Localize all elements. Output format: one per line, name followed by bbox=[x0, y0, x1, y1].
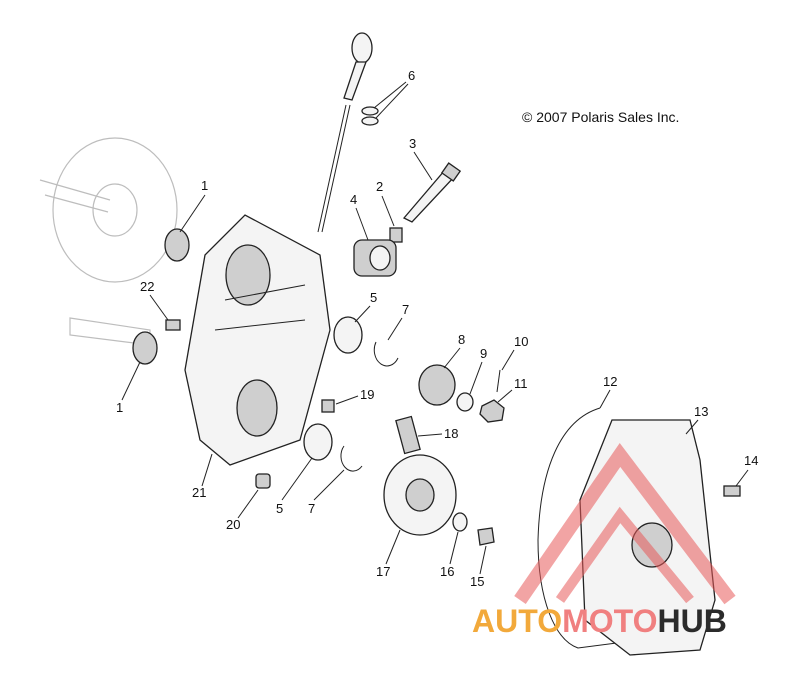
callout-19: 19 bbox=[360, 387, 374, 402]
callout-15: 15 bbox=[470, 574, 484, 589]
chain-guide bbox=[395, 415, 421, 455]
plug-20 bbox=[255, 473, 271, 489]
callout-6: 6 bbox=[408, 68, 415, 83]
callout-12: 12 bbox=[603, 374, 617, 389]
callout-18: 18 bbox=[444, 426, 458, 441]
callout-10: 10 bbox=[514, 334, 528, 349]
bolt-15 bbox=[477, 527, 495, 546]
watermark-auto: AUTO bbox=[472, 603, 562, 639]
watermark-logo bbox=[514, 443, 736, 605]
callout-4: 4 bbox=[350, 192, 357, 207]
callout-17: 17 bbox=[376, 564, 390, 579]
callout-11: 11 bbox=[514, 376, 528, 391]
callout-2: 2 bbox=[376, 179, 383, 194]
callout-7: 7 bbox=[402, 302, 409, 317]
callout-5: 5 bbox=[276, 501, 283, 516]
callout-22: 22 bbox=[140, 279, 154, 294]
seal-upper bbox=[164, 228, 190, 262]
callout-7: 7 bbox=[308, 501, 315, 516]
callout-8: 8 bbox=[458, 332, 465, 347]
callout-9: 9 bbox=[480, 346, 487, 361]
small-nut bbox=[389, 227, 403, 243]
cover-bolt bbox=[723, 485, 741, 497]
snap-ring-upper bbox=[373, 341, 399, 367]
callout-14: 14 bbox=[744, 453, 758, 468]
watermark-hub: HUB bbox=[657, 603, 726, 639]
callout-5: 5 bbox=[370, 290, 377, 305]
callout-21: 21 bbox=[192, 485, 206, 500]
watermark-text: AUTOMOTOHUB bbox=[472, 603, 727, 639]
dipstick bbox=[317, 32, 373, 233]
bearing-lower bbox=[303, 423, 333, 461]
large-sprocket bbox=[383, 454, 457, 536]
callout-1: 1 bbox=[116, 400, 123, 415]
callout-16: 16 bbox=[440, 564, 454, 579]
chaincase-housing bbox=[184, 214, 331, 466]
clutch-ghost bbox=[39, 137, 178, 346]
seal-lower bbox=[132, 331, 158, 365]
nut-19 bbox=[321, 399, 335, 413]
callout-1: 1 bbox=[201, 178, 208, 193]
long-bolt bbox=[402, 162, 462, 223]
callout-20: 20 bbox=[226, 517, 240, 532]
callout-3: 3 bbox=[409, 136, 416, 151]
snap-ring-lower bbox=[340, 445, 363, 472]
o-rings bbox=[361, 106, 379, 126]
callout-13: 13 bbox=[694, 404, 708, 419]
small-sprocket bbox=[418, 364, 456, 406]
bearing-upper bbox=[333, 316, 363, 354]
callouts: 1 1 2 3 4 5 5 6 7 7 8 9 10 11 12 13 14 1… bbox=[116, 68, 758, 589]
tensioner bbox=[353, 239, 397, 277]
washer-9 bbox=[456, 392, 474, 412]
cotter-pin bbox=[496, 369, 501, 393]
watermark-moto: MOTO bbox=[562, 603, 657, 639]
copyright-text: © 2007 Polaris Sales Inc. bbox=[522, 109, 679, 125]
washer-16 bbox=[452, 512, 468, 532]
gasket bbox=[537, 407, 641, 649]
bolt-22 bbox=[165, 319, 181, 331]
castle-nut bbox=[479, 399, 505, 423]
